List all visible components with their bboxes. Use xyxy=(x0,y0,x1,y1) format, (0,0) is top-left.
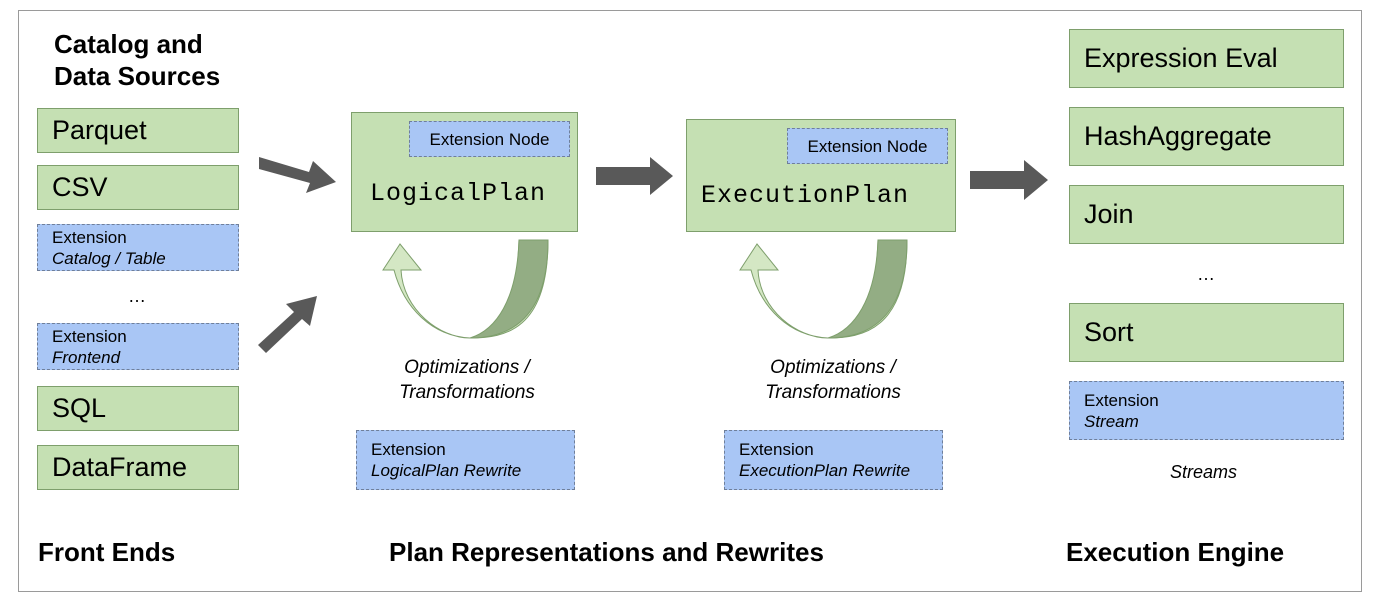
dataframe-label: DataFrame xyxy=(52,452,188,482)
executionplan-title: ExecutionPlan xyxy=(701,181,910,210)
parquet-label: Parquet xyxy=(52,115,147,145)
sort-box: Sort xyxy=(1069,303,1344,362)
logicalplan-rewrite-line1: Extension xyxy=(371,440,446,459)
executionplan-rewrite-line1: Extension xyxy=(739,440,814,459)
extension-catalog-line1: Extension xyxy=(52,227,127,247)
logical-optimizations-label: Optimizations / Transformations xyxy=(392,355,542,405)
optimization-loop-execution xyxy=(739,239,908,339)
hashaggregate-box: HashAggregate xyxy=(1069,107,1344,166)
hashaggregate-label: HashAggregate xyxy=(1084,121,1272,151)
logicalplan-box: Extension Node LogicalPlan xyxy=(351,112,578,232)
plans-heading: Plan Representations and Rewrites xyxy=(389,537,824,567)
engine-heading: Execution Engine xyxy=(1066,537,1285,567)
parquet-box: Parquet xyxy=(37,108,239,153)
join-box: Join xyxy=(1069,185,1344,244)
expression-eval-label: Expression Eval xyxy=(1084,43,1278,73)
catalog-heading-line1: Catalog and xyxy=(54,29,203,59)
logicalplan-rewrite-line2: LogicalPlan Rewrite xyxy=(371,461,522,480)
extension-stream-box: Extension Stream xyxy=(1069,381,1344,440)
front-ends-heading: Front Ends xyxy=(38,537,176,567)
expression-eval-box: Expression Eval xyxy=(1069,29,1344,88)
execution-opt-line1: Optimizations / xyxy=(770,357,896,378)
arrow-csv-to-logicalplan xyxy=(259,157,336,193)
front-ends-ellipsis: … xyxy=(128,286,146,306)
arrow-execution-to-engine xyxy=(970,160,1048,200)
extension-catalog-line2: Catalog / Table xyxy=(52,248,166,268)
arrow-logical-to-execution xyxy=(596,157,673,195)
sql-label: SQL xyxy=(52,393,107,423)
extension-catalog-box: Extension Catalog / Table xyxy=(37,224,239,271)
execution-opt-line2: Transformations xyxy=(765,382,901,403)
optimization-loop-logical xyxy=(382,239,549,339)
execution-extension-node-label: Extension Node xyxy=(807,136,928,156)
arrow-frontend-to-logicalplan xyxy=(258,296,317,353)
engine-ellipsis: … xyxy=(1197,264,1215,284)
logicalplan-rewrite-box: Extension LogicalPlan Rewrite xyxy=(356,430,575,490)
logical-opt-line1: Optimizations / xyxy=(404,357,530,378)
execution-optimizations-label: Optimizations / Transformations xyxy=(758,355,908,405)
extension-stream-line2: Stream xyxy=(1084,411,1139,431)
diagram-frame xyxy=(18,10,1362,592)
executionplan-rewrite-line2: ExecutionPlan Rewrite xyxy=(739,461,911,480)
extension-stream-line1: Extension xyxy=(1084,390,1159,410)
executionplan-rewrite-box: Extension ExecutionPlan Rewrite xyxy=(724,430,943,490)
csv-label: CSV xyxy=(52,172,108,202)
sql-box: SQL xyxy=(37,386,239,431)
logical-opt-line2: Transformations xyxy=(399,382,535,403)
extension-frontend-line2: Frontend xyxy=(52,347,121,367)
extension-frontend-line1: Extension xyxy=(52,326,127,346)
sort-label: Sort xyxy=(1084,317,1134,347)
logical-extension-node: Extension Node xyxy=(409,121,570,157)
dataframe-box: DataFrame xyxy=(37,445,239,490)
join-label: Join xyxy=(1084,199,1134,229)
logical-extension-node-label: Extension Node xyxy=(429,129,550,149)
logicalplan-title: LogicalPlan xyxy=(370,179,547,208)
executionplan-box: Extension Node ExecutionPlan xyxy=(686,119,956,232)
extension-frontend-box: Extension Frontend xyxy=(37,323,239,370)
csv-box: CSV xyxy=(37,165,239,210)
streams-label: Streams xyxy=(1170,462,1238,482)
catalog-heading-line2: Data Sources xyxy=(54,61,221,91)
execution-extension-node: Extension Node xyxy=(787,128,948,164)
